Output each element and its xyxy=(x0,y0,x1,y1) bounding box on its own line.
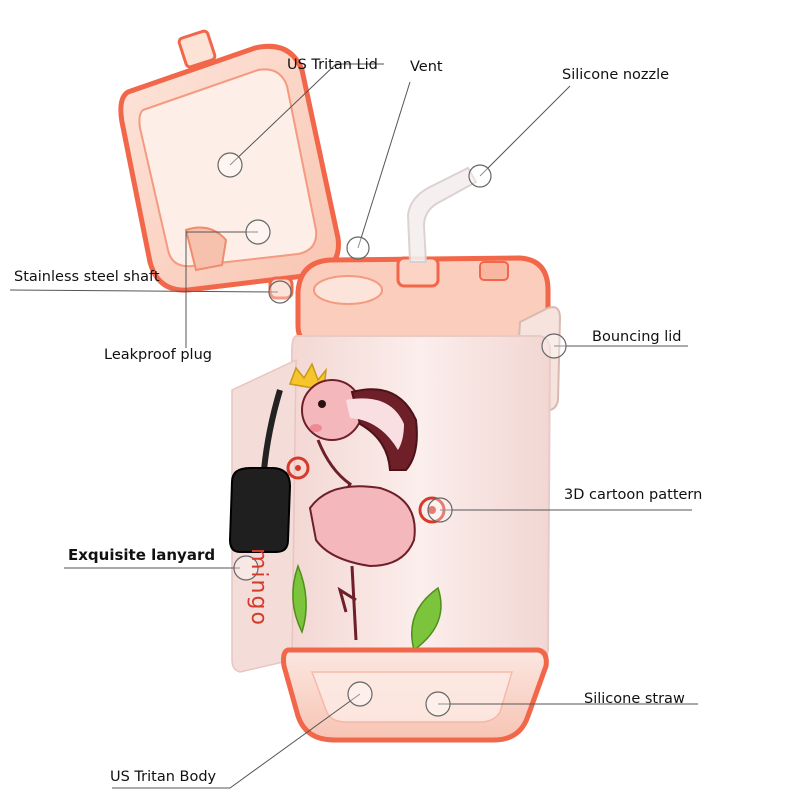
callout-lines xyxy=(9,63,698,789)
label-bouncing-lid: Bouncing lid xyxy=(592,329,682,345)
callout-markers xyxy=(217,152,567,717)
label-silicone-nozzle: Silicone nozzle xyxy=(562,67,670,83)
label-leakproof-plug: Leakproof plug xyxy=(104,347,212,363)
silicone-nozzle xyxy=(406,166,478,263)
label-vent: Vent xyxy=(410,59,443,75)
label-silicone-straw: Silicone straw xyxy=(584,691,685,707)
bottle-base xyxy=(281,647,549,743)
open-lid xyxy=(118,29,341,300)
label-us-tritan-body: US Tritan Body xyxy=(110,769,217,785)
bottle-top-cap xyxy=(295,255,551,349)
label-3d-cartoon-pattern: 3D cartoon pattern xyxy=(564,487,703,503)
leaf-decorations xyxy=(292,563,442,652)
label-us-tritan-lid: US Tritan Lid xyxy=(287,57,378,73)
label-stainless-steel-shaft: Stainless steel shaft xyxy=(14,269,160,285)
body-print-text: mingo xyxy=(246,548,271,627)
flamingo-graphic xyxy=(288,362,418,641)
lanyard xyxy=(228,389,292,553)
label-exquisite-lanyard: Exquisite lanyard xyxy=(68,546,216,564)
